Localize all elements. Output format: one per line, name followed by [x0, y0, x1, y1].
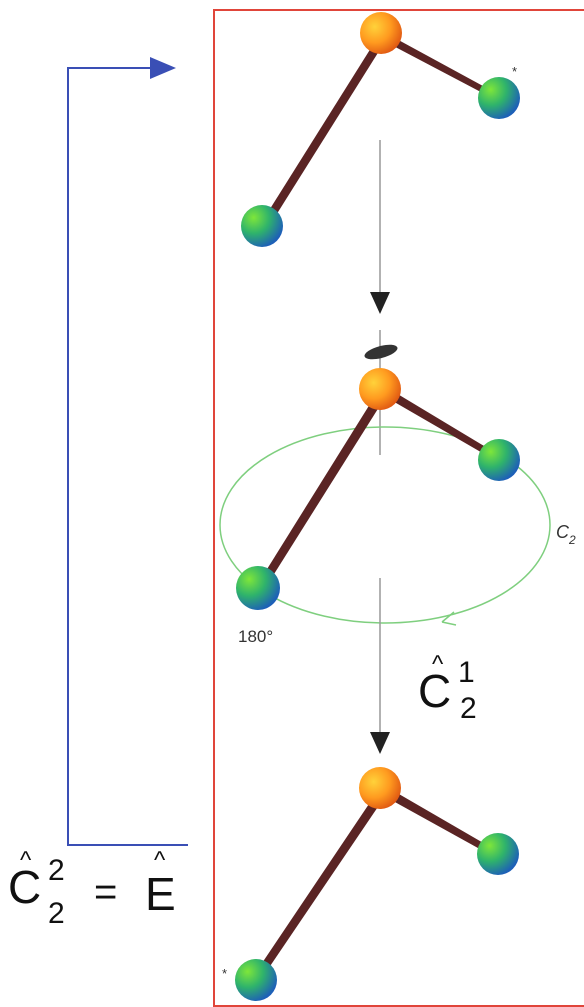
c2-2-main: C: [8, 861, 41, 913]
return-bracket: [67, 67, 188, 846]
molecule-rotating: C2 180°: [219, 330, 576, 646]
bond-long: [254, 396, 386, 590]
molecule-rotated: *: [222, 767, 519, 1001]
c2-1-hat: ^: [432, 651, 444, 678]
central-atom: [359, 368, 401, 410]
e-main: E: [145, 868, 176, 920]
rotation-orbit: [219, 426, 551, 624]
ligand-atom-left: [235, 959, 277, 1001]
bond-long: [252, 795, 386, 978]
bond-short: [381, 384, 498, 462]
frame: [213, 9, 584, 1007]
orbit-arrow: [441, 611, 457, 626]
c2-2-eq: =: [94, 870, 117, 914]
central-atom: [359, 767, 401, 809]
bond-long: [258, 40, 386, 228]
c2-1-main: C: [418, 665, 451, 717]
return-arrow-head: [150, 57, 176, 79]
step-arrow-2-head: [370, 732, 390, 754]
c2-1-sup: 1: [458, 656, 475, 689]
operator-c2-2-equals-e: ^ C 2 2 = ^ E: [8, 847, 176, 930]
c2-2-sup: 2: [48, 854, 65, 887]
c2-2-hat: ^: [20, 847, 32, 874]
ligand-atom-left: [236, 566, 280, 610]
ligand-atom-left: [241, 205, 283, 247]
ligand-atom-right: [477, 833, 519, 875]
marker-bottom: *: [222, 966, 227, 981]
ligand-atom-right: [478, 439, 520, 481]
axis-label: C2: [556, 522, 576, 547]
ligand-atom-right: [478, 77, 520, 119]
angle-label: 180°: [238, 627, 273, 646]
bond-short: [380, 783, 496, 858]
molecule-initial: *: [241, 12, 520, 247]
central-atom: [360, 12, 402, 54]
c2-2-sub: 2: [48, 897, 65, 930]
bond-short: [380, 30, 496, 100]
e-hat: ^: [154, 847, 166, 874]
step-arrow-1-head: [370, 292, 390, 314]
marker-top: *: [512, 64, 517, 79]
c2-1-sub: 2: [460, 692, 477, 725]
operator-c2-1: ^ C 1 2: [418, 651, 477, 725]
axis-symbol: [364, 344, 398, 360]
